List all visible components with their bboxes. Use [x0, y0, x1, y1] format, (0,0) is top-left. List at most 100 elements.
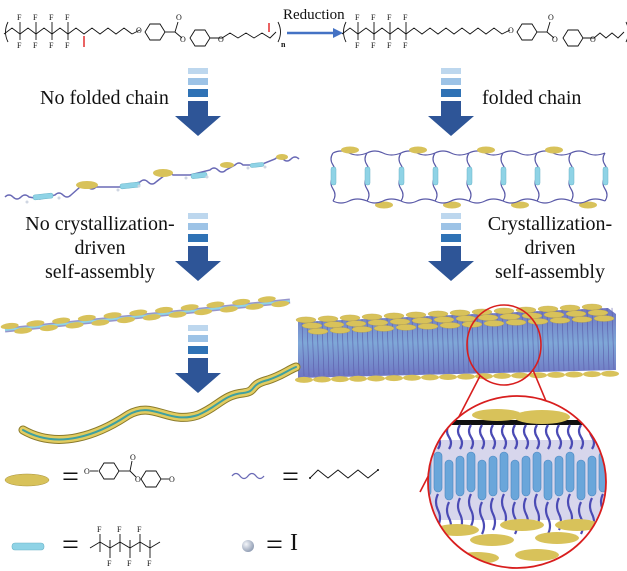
legend-iodine-label: I	[290, 530, 298, 556]
spacer-segment	[434, 198, 470, 204]
mesogen-ellipsoid	[0, 322, 19, 330]
fluorine-label: F	[355, 13, 360, 22]
label-line: self-assembly	[495, 261, 605, 283]
mesogen-ellipsoid	[527, 318, 549, 325]
spacer-segment	[577, 424, 585, 450]
fluorine-label: F	[371, 41, 376, 50]
mesogen-ellipsoid	[257, 296, 276, 303]
mesogen-ellipsoid	[511, 201, 529, 209]
mesogen-ellipsoid	[443, 201, 461, 209]
mesogen-ellipsoid	[505, 319, 527, 326]
fluorine-label: F	[403, 13, 408, 22]
mesogen-ellipsoid	[331, 376, 349, 383]
fluorine-label: F	[387, 41, 392, 50]
folded-chain	[330, 146, 609, 209]
mesogen-ellipsoid	[535, 532, 579, 544]
mesogen-ellipsoid	[543, 311, 565, 318]
mesogen-ellipsoid	[559, 304, 581, 312]
mesogen-ellipsoid	[514, 410, 570, 424]
mesogen-ellipsoid	[194, 308, 213, 316]
fluoro-rod	[432, 166, 439, 186]
fluorine-label: F	[403, 41, 408, 50]
fluorine-label: F	[371, 13, 376, 22]
mesogen-ellipsoid	[373, 325, 395, 332]
fluoro-rod	[444, 459, 454, 501]
mesogen-ellipsoid	[65, 322, 84, 329]
mesogen-ellipsoid	[421, 374, 439, 381]
label-line: driven	[74, 237, 126, 259]
mesogen-ellipsoid	[409, 146, 427, 154]
mesogen-ellipsoid	[117, 316, 135, 324]
mesogen-ellipsoid	[593, 315, 615, 322]
iodine-substituent	[83, 23, 270, 47]
legend-mesogen-structure: O O O O	[84, 453, 175, 488]
mesogen-ellipsoid	[461, 321, 483, 328]
spacer-segment	[533, 424, 541, 450]
mesogen-ellipsoid	[477, 146, 495, 154]
fluoro-rod	[477, 459, 487, 501]
spacer-segment	[570, 150, 606, 156]
label-folded-chain: folded chain	[482, 87, 582, 109]
fluoro-rod	[521, 455, 531, 497]
fluoro-rod	[330, 166, 337, 186]
crystalline-lamella	[295, 303, 619, 383]
oxygen-label: O	[135, 475, 141, 484]
reduction-arrow	[287, 28, 343, 38]
fluoro-rod	[499, 451, 509, 493]
fluoro-rod	[565, 451, 575, 493]
mesogen-ellipsoid	[206, 301, 225, 308]
mesogen-ellipsoid	[411, 317, 433, 324]
mesogen-ellipsoid	[307, 328, 329, 335]
spacer-segment	[489, 497, 497, 531]
mesogen-ellipsoid	[537, 305, 559, 313]
mesogen-ellipsoid	[405, 311, 427, 319]
legend-iodine-symbol	[242, 540, 254, 552]
mesogen-ellipsoid	[276, 154, 288, 160]
mesogen-ellipsoid	[341, 146, 359, 154]
fluoro-rod	[587, 455, 597, 497]
mesogen-ellipsoid	[549, 317, 571, 324]
fluoro-rod	[488, 455, 498, 497]
fluorine-label: F	[49, 13, 54, 22]
mesogen-ellipsoid	[180, 304, 199, 311]
fluoro-rod	[190, 172, 208, 179]
fluoro-rod	[568, 166, 575, 186]
mesogen-ellipsoid	[483, 320, 505, 327]
fluorine-label: F	[107, 559, 112, 568]
spacer-segment	[400, 198, 436, 204]
spacer-segment	[570, 198, 606, 204]
zoomed-detail	[427, 395, 607, 569]
oxygen-label: O	[176, 13, 182, 22]
repeat-subscript: n	[281, 40, 286, 49]
fluoro-rod	[364, 166, 371, 186]
mesogen-ellipsoid	[76, 181, 98, 189]
legend-equals: =	[282, 460, 299, 493]
fluoro-rod	[602, 166, 609, 186]
cylindrical-fiber	[18, 362, 301, 444]
spacer-segment	[468, 198, 504, 204]
mesogen-ellipsoid	[477, 314, 499, 321]
oxygen-label: O	[552, 35, 558, 44]
chain-strand	[301, 321, 305, 376]
product-structure: F F F F F F F F O O O O n	[341, 13, 627, 50]
mesogen-ellipsoid	[295, 376, 313, 383]
mesogen-ellipsoid	[565, 371, 583, 378]
spacer-segment	[332, 198, 368, 204]
flow-arrow-right-1	[428, 68, 474, 136]
legend-equals: =	[62, 460, 79, 493]
flow-arrow-left-3	[175, 325, 221, 393]
label-crystallization: Crystallization- driven self-assembly	[470, 212, 627, 284]
mesogen-ellipsoid	[529, 372, 547, 379]
mesogen-ellipsoid	[403, 374, 421, 381]
spacer-segment	[467, 493, 475, 527]
mesogen-ellipsoid	[389, 318, 411, 325]
mesogen-ellipsoid	[449, 309, 471, 317]
legend-spacer-structure	[309, 469, 379, 479]
spacer-segment	[500, 424, 508, 450]
spacer-segment	[522, 424, 530, 450]
label-line: driven	[524, 237, 576, 259]
chain-strand	[591, 308, 595, 371]
chain-strand	[306, 321, 310, 376]
fluorine-label: F	[17, 41, 22, 50]
spacer-segment	[434, 493, 442, 527]
